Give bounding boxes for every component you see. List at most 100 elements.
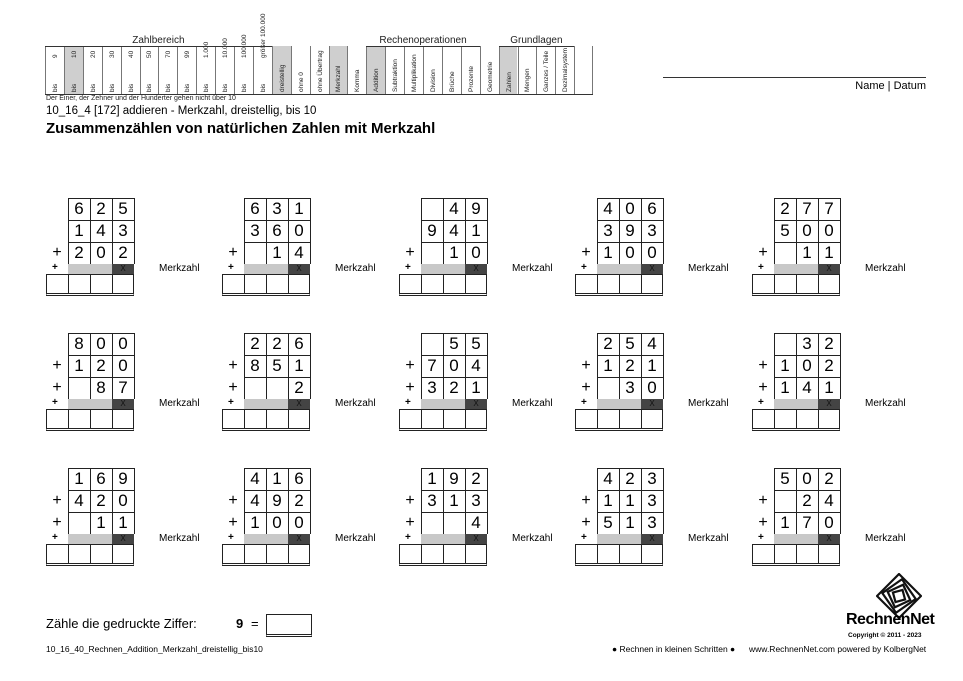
carry-row[interactable]: X [244, 399, 310, 409]
carry-cell [597, 264, 619, 274]
carry-row[interactable]: X [68, 264, 134, 274]
digit-cell: 9 [471, 199, 481, 218]
carry-row[interactable]: X [244, 264, 310, 274]
exercise-note: Der Einer, der Zehner und der Hunderter … [46, 95, 236, 102]
digit-cell: 2 [118, 243, 128, 262]
digit-cell: 3 [647, 513, 657, 532]
carry-cell [796, 399, 818, 409]
digit-cell: 1 [272, 469, 282, 488]
digit-cell [244, 242, 266, 264]
digit-cell: 2 [780, 199, 790, 218]
carry-cell [68, 399, 90, 409]
digit-cell: 3 [625, 378, 635, 397]
category-cell: Merkzahl [328, 46, 348, 94]
digit-cell: 1 [824, 378, 834, 397]
digit-cell: 1 [118, 513, 128, 532]
carry-row[interactable]: X [774, 399, 840, 409]
digit-cell: 1 [780, 356, 790, 375]
result-row[interactable] [575, 409, 663, 431]
result-row[interactable] [752, 409, 840, 431]
carry-plus-sign: + [228, 262, 234, 273]
digit-cell: 5 [449, 334, 459, 353]
carry-cell [619, 534, 641, 544]
result-row[interactable] [399, 544, 487, 566]
carry-cell [421, 534, 443, 544]
digit-cell: 4 [802, 378, 812, 397]
carry-row[interactable]: X [774, 534, 840, 544]
carry-row[interactable]: X [597, 399, 663, 409]
digit-cell: 5 [272, 356, 282, 375]
category-group-title: Zahlbereich [132, 35, 185, 46]
digit-cell: 2 [471, 469, 481, 488]
result-row[interactable] [575, 274, 663, 296]
digit-cell: 3 [603, 221, 613, 240]
digit-cell: 6 [272, 221, 282, 240]
digit-cell: 3 [802, 334, 812, 353]
digit-cell: 1 [625, 491, 635, 510]
plus-sign: + [758, 514, 768, 531]
digit-cell: 1 [647, 356, 657, 375]
result-row[interactable] [46, 274, 134, 296]
carry-row[interactable]: X [244, 534, 310, 544]
carry-row[interactable]: X [597, 534, 663, 544]
result-row[interactable] [46, 544, 134, 566]
category-cell: Division [423, 46, 442, 94]
digit-cell: 4 [647, 334, 657, 353]
footer-url: www.RechnenNet.com powered by KolbergNet [749, 644, 927, 654]
plus-sign: + [581, 514, 591, 531]
carry-cell [421, 264, 443, 274]
result-row[interactable] [399, 409, 487, 431]
result-row[interactable] [752, 274, 840, 296]
digit-cell: 0 [96, 334, 106, 353]
digit-cell [266, 377, 288, 399]
carry-row[interactable]: X [597, 264, 663, 274]
result-row[interactable] [46, 409, 134, 431]
digit-cell: 0 [824, 221, 834, 240]
digit-cell: 2 [824, 334, 834, 353]
digit-cell: 2 [824, 469, 834, 488]
carry-row[interactable]: X [421, 264, 487, 274]
carry-cell [597, 399, 619, 409]
digit-cell: 7 [802, 513, 812, 532]
carry-cell [266, 264, 288, 274]
category-cell: Brüche [441, 46, 461, 94]
carry-plus-sign: + [581, 532, 587, 543]
result-row[interactable] [222, 409, 310, 431]
result-row[interactable] [222, 274, 310, 296]
digit-cell: 4 [603, 469, 613, 488]
digit-cell: 4 [96, 221, 106, 240]
carry-row[interactable]: X [68, 534, 134, 544]
carry-row[interactable]: X [421, 534, 487, 544]
digit-cell: 4 [294, 243, 304, 262]
result-row[interactable] [222, 544, 310, 566]
carry-row[interactable]: X [421, 399, 487, 409]
plus-sign: + [405, 357, 415, 374]
merkzahl-label: Merkzahl [865, 263, 906, 274]
digit-cell: 1 [824, 243, 834, 262]
digit-cell: 4 [471, 356, 481, 375]
carry-row[interactable]: X [774, 264, 840, 274]
digit-cell [421, 242, 443, 264]
carry-plus-sign: + [758, 262, 764, 273]
result-row[interactable] [575, 544, 663, 566]
digit-cell: 8 [250, 356, 260, 375]
digit-cell: 5 [780, 469, 790, 488]
plus-sign: + [581, 492, 591, 509]
plus-sign: + [228, 379, 238, 396]
carry-cell [244, 534, 266, 544]
carry-cell [68, 264, 90, 274]
result-row[interactable] [752, 544, 840, 566]
plus-sign: + [52, 379, 62, 396]
count-answer-box[interactable] [266, 614, 312, 637]
digit-cell: 1 [603, 243, 613, 262]
digit-cell: 8 [96, 378, 106, 397]
plus-sign: + [758, 379, 768, 396]
digit-cell: 1 [294, 199, 304, 218]
digit-cell [68, 512, 90, 534]
carry-row[interactable]: X [68, 399, 134, 409]
result-row[interactable] [399, 274, 487, 296]
